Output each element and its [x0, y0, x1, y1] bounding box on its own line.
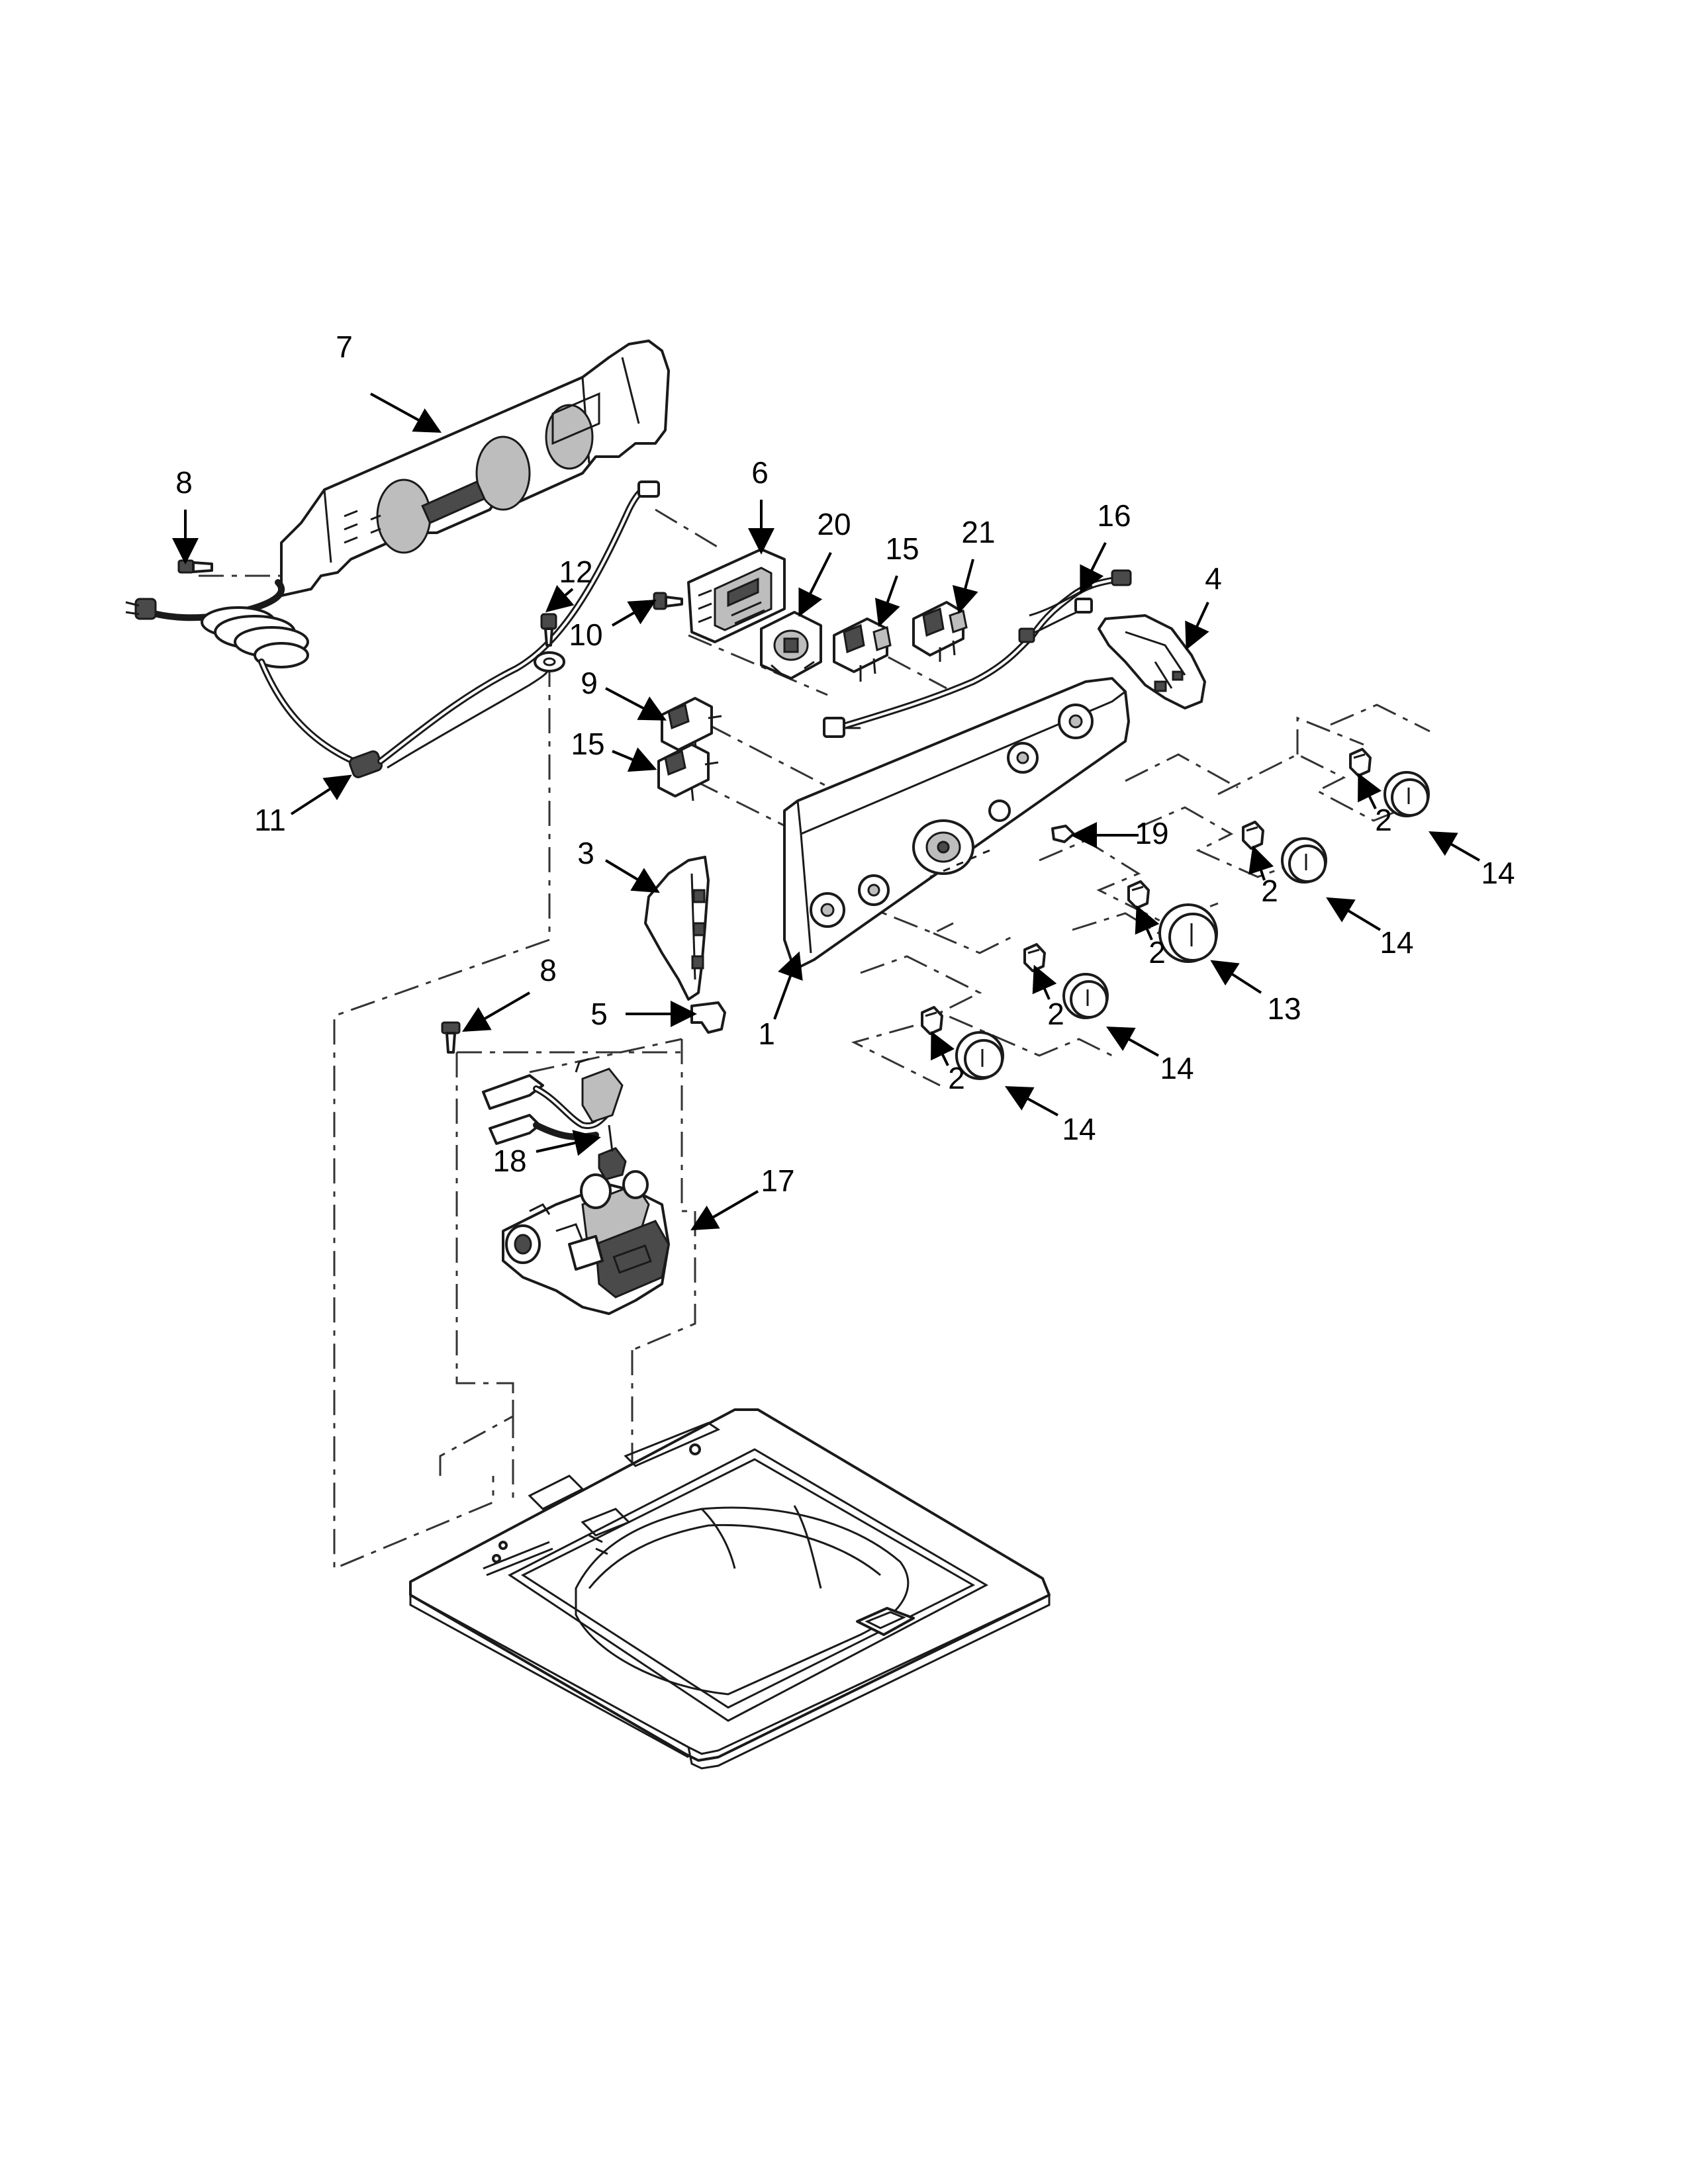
callout-arrow-c15a — [874, 575, 900, 627]
callout-label-c11: 11 — [254, 803, 286, 837]
callout-label-c9: 9 — [581, 666, 598, 700]
control-screw — [653, 592, 683, 610]
callout-label-c6: 6 — [751, 455, 769, 490]
push-switch-9 — [661, 697, 722, 755]
knob-insert-c — [1127, 880, 1150, 909]
rotary-switch-21 — [912, 601, 968, 662]
callout-arrow-c15b — [612, 747, 657, 772]
callout-label-c1: 1 — [758, 1017, 775, 1051]
knob-insert-e — [921, 1006, 943, 1035]
screw-top — [177, 559, 213, 574]
callout-label-c17: 17 — [761, 1163, 794, 1198]
inlet-valve-assembly — [502, 1170, 670, 1315]
callout-arrow-c4 — [1185, 602, 1209, 651]
callout-label-c15b: 15 — [571, 727, 604, 761]
callout-label-c2a: 2 — [1375, 803, 1392, 837]
callout-arrow-c13 — [1210, 960, 1262, 994]
callout-label-c20: 20 — [817, 507, 851, 541]
callout-arrow-c20 — [798, 552, 832, 617]
callout-arrow-c8b — [462, 991, 531, 1032]
knob-insert-a — [1349, 748, 1372, 777]
callout-arrow-c14c — [1106, 1026, 1159, 1057]
callout-label-c18: 18 — [492, 1144, 526, 1178]
console-clip — [690, 1001, 726, 1034]
washer-top-cabinet — [409, 1408, 1051, 1770]
callout-label-c5: 5 — [590, 997, 608, 1031]
wire-harness — [823, 569, 1132, 738]
callout-arrow-c10 — [611, 599, 657, 627]
callout-arrow-c2d — [1032, 964, 1057, 1000]
callout-label-c2e: 2 — [948, 1061, 965, 1095]
knob-14-a — [1383, 771, 1430, 817]
callout-label-c15a: 15 — [885, 531, 919, 566]
callout-label-c4: 4 — [1205, 561, 1222, 596]
power-cord — [125, 480, 660, 778]
callout-arrow-c11 — [290, 774, 352, 815]
alignment-lines — [199, 508, 1430, 1570]
console-housing — [783, 677, 1130, 968]
callout-arrows — [172, 392, 1480, 1231]
callout-arrow-c3 — [604, 859, 660, 893]
callout-arrow-c1 — [773, 951, 803, 1020]
callout-label-c2d: 2 — [1047, 997, 1064, 1031]
callout-label-c19: 19 — [1135, 816, 1168, 850]
knob-14-b — [1281, 837, 1327, 884]
console-rear-panel — [280, 340, 670, 597]
callout-arrow-c16 — [1080, 542, 1107, 594]
screw-bottom — [441, 1021, 461, 1054]
led-lens — [1051, 825, 1075, 843]
callout-label-c14b: 14 — [1380, 925, 1413, 960]
callout-label-c3: 3 — [577, 836, 594, 870]
knob-inserts — [921, 748, 1372, 1035]
selector-switch — [760, 611, 822, 680]
knob-14-c — [1062, 973, 1109, 1019]
callout-label-c2c: 2 — [1149, 935, 1166, 970]
callout-label-c16: 16 — [1097, 498, 1131, 533]
callout-arrow-c2a — [1358, 772, 1382, 809]
callout-arrow-c17 — [690, 1190, 759, 1231]
callout-arrow-c2b — [1248, 845, 1274, 881]
rotary-switch-left — [657, 743, 719, 801]
callout-label-c8a: 8 — [175, 465, 193, 500]
control-board — [687, 548, 786, 643]
rotary-switch-top — [833, 617, 892, 682]
knobs — [955, 771, 1430, 1080]
knob-13 — [1158, 903, 1218, 963]
right-end-cap — [1098, 614, 1206, 709]
callout-arrow-c14d — [1004, 1086, 1058, 1116]
callout-arrow-c14a — [1429, 831, 1480, 862]
callout-label-c14c: 14 — [1160, 1051, 1194, 1085]
callout-arrow-c18 — [536, 1130, 601, 1156]
callout-label-c21: 21 — [961, 515, 995, 549]
callout-label-c14a: 14 — [1481, 856, 1515, 890]
callout-arrow-c9 — [605, 687, 667, 721]
knob-insert-d — [1023, 943, 1046, 972]
knob-14-d — [955, 1031, 1004, 1080]
callout-arrow-c12 — [545, 584, 575, 613]
ground-screw — [540, 613, 557, 647]
callout-arrow-c2e — [931, 1030, 955, 1066]
callout-label-c13: 13 — [1267, 991, 1301, 1026]
callout-label-c2b: 2 — [1261, 874, 1278, 908]
callout-label-c8b: 8 — [539, 953, 557, 987]
callout-arrow-c21 — [952, 559, 978, 614]
callout-arrow-c2c — [1135, 905, 1160, 940]
callout-label-c7: 7 — [336, 330, 353, 364]
left-end-cap — [644, 856, 710, 1001]
valve-harness — [482, 1058, 627, 1181]
callout-label-c12: 12 — [559, 555, 592, 589]
knob-insert-b — [1242, 821, 1264, 850]
callout-arrow-c14b — [1326, 897, 1382, 931]
callout-label-c10: 10 — [569, 617, 602, 652]
callout-arrow-c7 — [370, 392, 442, 433]
callout-label-c14d: 14 — [1062, 1112, 1096, 1146]
